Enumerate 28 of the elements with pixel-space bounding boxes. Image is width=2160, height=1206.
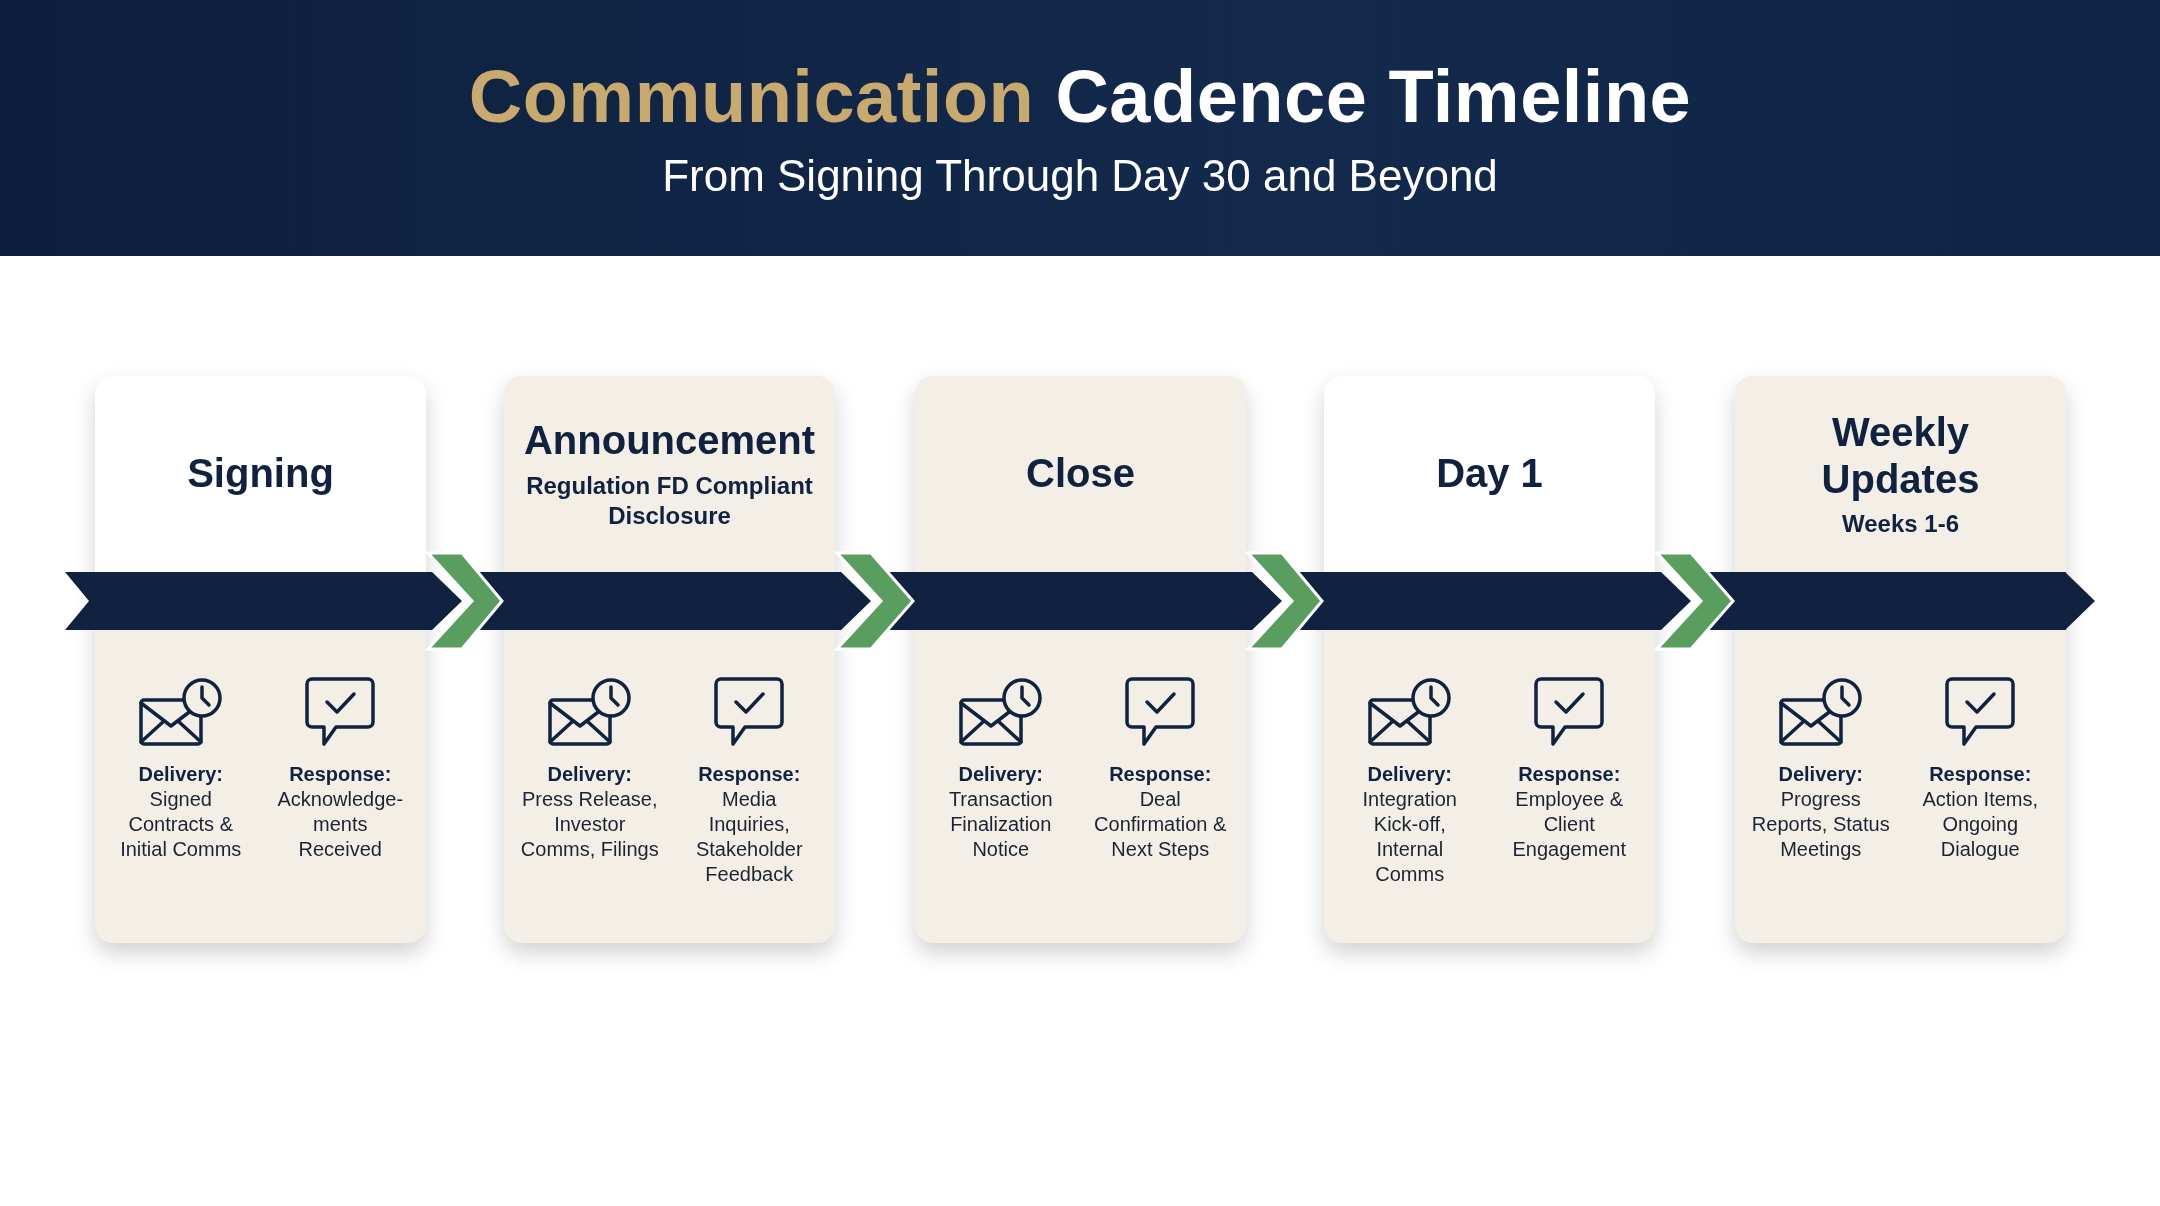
stage-heading: Close [1026,450,1135,498]
stage-subheading: Weeks 1-6 [1842,509,1959,540]
chevron-arrow [833,551,915,651]
stage-subheading: Regulation FD Compliant Disclosure [525,470,814,531]
stage-heading: Signing [187,450,334,498]
stage-heading: Day 1 [1436,450,1543,498]
item-text: Delivery: Integration Kick-off, Internal Comms [1361,762,1458,887]
chevron-arrow [1653,551,1735,651]
item-text: Delivery: Transaction Finalization Notice [947,762,1054,862]
stage-card [504,376,835,943]
chevron-arrow [424,551,504,651]
item-text: Response: Media Inquiries, Stakeholder Feedback [694,762,804,887]
item-text: Delivery: Progress Reports, Status Meetings [1751,762,1890,862]
item-text: Delivery: Press Release, Investor Comms, Filings [520,762,659,862]
item-text: Response: Action Items, Ongoing Dialogue [1921,762,2040,862]
stage-card [1324,376,1655,943]
item-text: Response: Acknowledge-ments Received [276,762,405,862]
stage-card [1735,376,2066,943]
stage-card [95,376,426,943]
stage-heading: Weekly Updates [1820,408,1981,503]
title: Communication Cadence Timeline [468,56,1692,138]
stage-card [915,376,1246,943]
chevron-arrow [1244,551,1324,651]
item-text: Response: Deal Confirmation & Next Steps [1093,762,1228,862]
item-text: Response: Employee & Client Engagement [1511,762,1627,862]
item-text: Delivery: Signed Contracts & Initial Comms [119,762,243,862]
subtitle: From Signing Through Day 30 and Beyond [662,151,1498,200]
stage-heading: Announcement [523,417,816,465]
